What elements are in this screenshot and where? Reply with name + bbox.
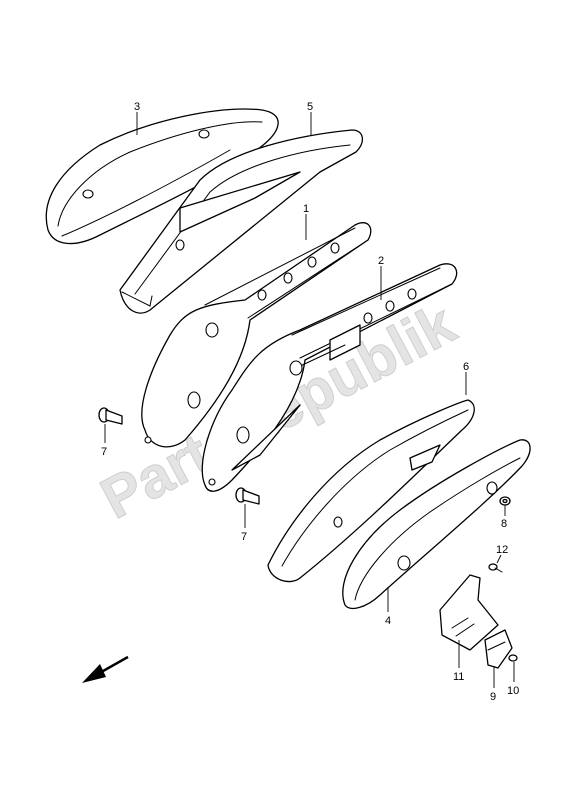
callout-8: 8 bbox=[501, 518, 507, 530]
part-1-bracket[interactable] bbox=[141, 222, 372, 448]
bolt-hole bbox=[407, 288, 417, 300]
part-7-bolt[interactable] bbox=[235, 487, 260, 505]
bolt-hole bbox=[330, 242, 340, 254]
part-8-grommet[interactable] bbox=[499, 496, 511, 506]
callout-11: 11 bbox=[453, 671, 464, 683]
callout-9: 9 bbox=[490, 691, 496, 703]
callout-2: 2 bbox=[378, 255, 384, 267]
bolt-hole bbox=[397, 555, 411, 571]
part-10-screw[interactable] bbox=[508, 654, 518, 662]
bolt-hole bbox=[289, 360, 303, 376]
callout-10: 10 bbox=[507, 685, 519, 697]
callout-7: 7 bbox=[101, 446, 107, 458]
part-4-grab-cover[interactable] bbox=[342, 439, 531, 609]
bolt-hole bbox=[236, 426, 250, 444]
bolt-hole bbox=[175, 239, 185, 251]
callout-6: 6 bbox=[463, 361, 469, 373]
callout-3: 3 bbox=[134, 101, 140, 113]
callout-1: 1 bbox=[303, 203, 309, 215]
bolt-hole bbox=[385, 300, 395, 312]
part-5-rail[interactable] bbox=[119, 129, 363, 314]
part-11-plate[interactable] bbox=[439, 574, 499, 651]
bolt-hole bbox=[187, 391, 201, 409]
callout-7: 7 bbox=[241, 531, 247, 543]
front-arrow-icon bbox=[82, 655, 129, 683]
leader-lines bbox=[104, 112, 515, 688]
part-2-bracket[interactable] bbox=[201, 263, 458, 492]
bolt-hole bbox=[333, 516, 343, 528]
bolt-hole bbox=[486, 481, 498, 495]
bolt-hole bbox=[82, 189, 94, 199]
part-3-rail-cover[interactable] bbox=[45, 108, 279, 245]
callout-5: 5 bbox=[307, 101, 313, 113]
bolt-hole bbox=[257, 289, 267, 301]
part-7-bolt[interactable] bbox=[98, 407, 123, 425]
bolt-hole bbox=[307, 256, 317, 268]
part-12-screw[interactable] bbox=[488, 563, 503, 573]
bolt-hole bbox=[283, 272, 293, 284]
callout-4: 4 bbox=[385, 615, 391, 627]
bolt-hole bbox=[144, 436, 152, 444]
bolt-hole bbox=[363, 312, 373, 324]
bolt-hole bbox=[208, 478, 216, 486]
callout-12: 12 bbox=[496, 544, 508, 556]
bolt-hole bbox=[198, 129, 210, 139]
bolt-hole bbox=[205, 322, 219, 338]
part-9-clamp[interactable] bbox=[484, 629, 513, 669]
part-6-side-cover[interactable] bbox=[267, 399, 475, 583]
